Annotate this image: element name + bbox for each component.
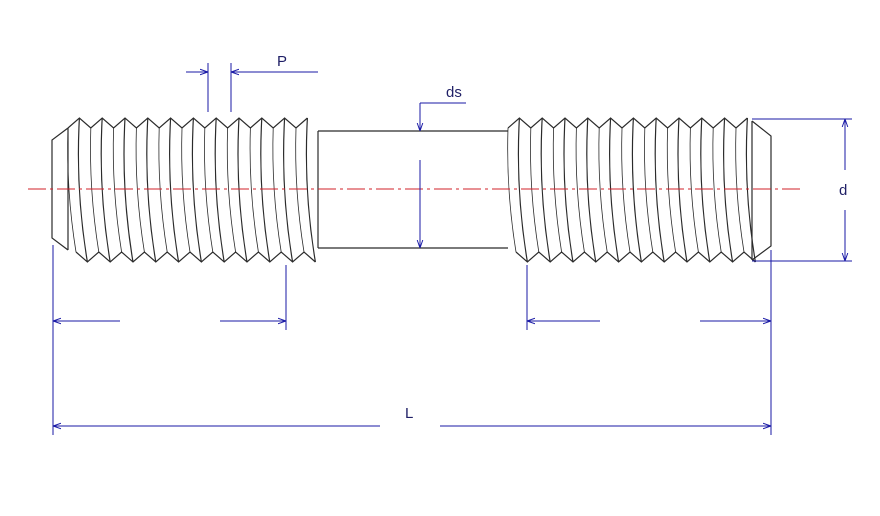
right-thread-outline — [751, 120, 772, 261]
right-thread-crest-1 — [540, 117, 551, 263]
right-thread-bottom-profile — [515, 251, 756, 263]
right-thread-crests — [507, 117, 756, 263]
left-thread-top-profile — [67, 117, 308, 129]
left-thread-root-6 — [204, 127, 214, 253]
right-thread-crest-9 — [723, 117, 734, 263]
thread-length-dimensions — [52, 245, 772, 435]
right-thread-root-3 — [575, 127, 585, 253]
left-thread-crest-3 — [146, 117, 157, 263]
right-thread-crest-3 — [586, 117, 597, 263]
thread-diameter-label: d — [839, 182, 847, 199]
left-thread-crest-6 — [214, 117, 225, 263]
left-thread-crests — [67, 117, 316, 263]
left-thread-crest-4 — [169, 117, 180, 263]
left-thread-root-9 — [272, 127, 282, 253]
right-thread-crest-6 — [654, 117, 665, 263]
right-thread-root-0 — [507, 127, 517, 253]
left-thread-crest-7 — [237, 117, 248, 263]
right-thread-root-4 — [598, 127, 608, 253]
right-thread-root-2 — [552, 127, 562, 253]
right-thread-root-9 — [712, 127, 722, 253]
right-thread-root-8 — [689, 127, 699, 253]
right-thread-root-1 — [530, 127, 540, 253]
left-thread-crest-2 — [123, 117, 134, 263]
right-thread-root-10 — [735, 127, 745, 253]
right-thread-crest-2 — [563, 117, 574, 263]
shank-diameter-label: ds — [446, 84, 462, 101]
right-thread-crest-5 — [631, 117, 642, 263]
left-thread-crest-9 — [283, 117, 294, 263]
left-thread-crest-10 — [305, 117, 316, 263]
pitch-label: P — [277, 53, 287, 70]
right-thread-crest-7 — [677, 117, 688, 263]
left-thread-crest-8 — [260, 117, 271, 263]
left-threaded-section — [51, 117, 316, 263]
left-thread-root-8 — [249, 127, 259, 253]
left-thread-crest-0 — [77, 117, 88, 263]
left-thread-root-0 — [67, 127, 77, 253]
pitch-dimension — [186, 63, 318, 112]
left-thread-root-10 — [295, 127, 305, 253]
right-thread-root-5 — [621, 127, 631, 253]
right-thread-root-7 — [666, 127, 676, 253]
right-thread-crest-0 — [517, 117, 528, 263]
right-thread-crest-10 — [745, 117, 756, 263]
left-thread-root-7 — [226, 127, 236, 253]
right-threaded-section — [507, 117, 772, 263]
right-thread-crest-8 — [700, 117, 711, 263]
left-thread-root-3 — [135, 127, 145, 253]
right-thread-top-profile — [507, 117, 748, 129]
left-thread-root-1 — [90, 127, 100, 253]
shank-diameter-dimension — [420, 102, 466, 248]
thread-diameter-dimension — [752, 118, 852, 262]
total-length-label: L — [405, 405, 413, 422]
left-thread-crest-5 — [191, 117, 202, 263]
right-thread-crest-4 — [609, 117, 620, 263]
left-thread-bottom-profile — [75, 251, 316, 263]
left-thread-root-2 — [112, 127, 122, 253]
left-thread-root-4 — [158, 127, 168, 253]
left-thread-root-5 — [181, 127, 191, 253]
right-thread-root-6 — [644, 127, 654, 253]
left-thread-crest-1 — [100, 117, 111, 263]
